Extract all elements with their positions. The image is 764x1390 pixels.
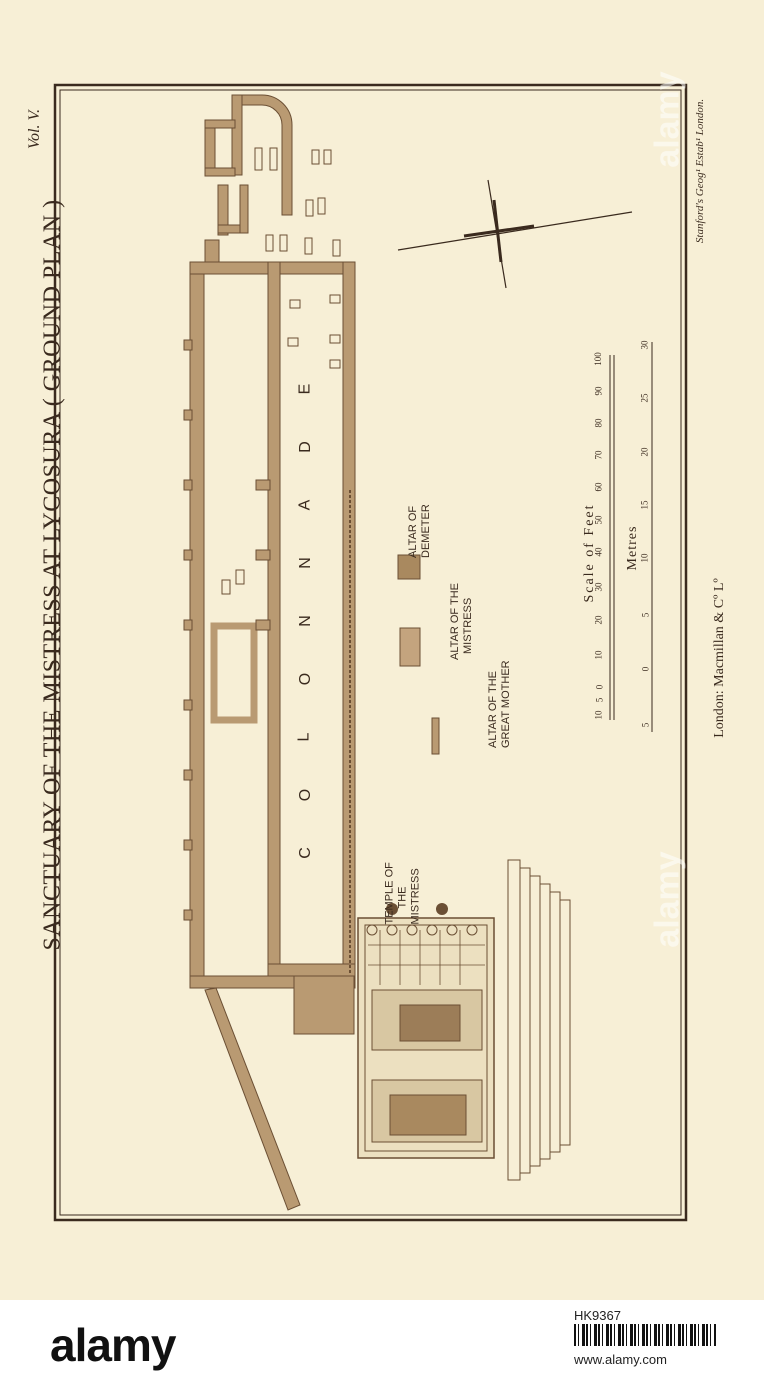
colonnade-letter: C (296, 847, 314, 859)
label-line: THE (396, 886, 409, 909)
tick-label: 5 (594, 697, 605, 703)
label-line: ALTAR OF (407, 505, 419, 558)
tick-label: 70 (593, 450, 604, 460)
colonnade-letter: O (297, 788, 315, 802)
altar-mother-label: ALTAR OF THE GREAT MOTHER (487, 638, 513, 748)
watermark-logo: alamy (648, 71, 687, 168)
altar-demeter-symbol (397, 554, 421, 580)
watermark-footer: alamy HK9367 www.alamy.com (0, 1300, 764, 1390)
subtitle-text: ( GROUND PLAN ) (39, 199, 66, 407)
label-line: MISTRESS (462, 597, 474, 654)
scale-metres-title: Metres (625, 525, 640, 571)
tick-label: 10 (593, 710, 604, 720)
altar-mother-symbol (431, 717, 440, 755)
tick-label: 25 (639, 393, 650, 403)
tick-label: 30 (593, 582, 604, 592)
image-id: HK9367 (574, 1308, 621, 1323)
tick-label: 0 (640, 666, 651, 672)
temple-label: TEMPLE OF THE MISTRESS (383, 835, 423, 925)
colonnade-label: E D A N N O L O C (295, 380, 324, 860)
altar-mistress-label: ALTAR OF THE MISTRESS (449, 560, 475, 660)
tick-label: 90 (593, 386, 604, 396)
colonnade-letter: E (296, 383, 314, 395)
colonnade-letter: L (295, 732, 313, 742)
barcode-icon (574, 1324, 716, 1346)
temple-plan (357, 903, 495, 1159)
watermark-url: www.alamy.com (574, 1352, 667, 1367)
tick-label: 5 (640, 612, 651, 618)
tick-label: 20 (639, 447, 650, 457)
colonnade-letter: N (296, 615, 314, 627)
tick-label: 20 (593, 615, 604, 625)
tick-label: 10 (593, 650, 604, 660)
scale-bars (609, 342, 653, 732)
tick-label: 100 (592, 352, 603, 366)
tick-label: 40 (593, 547, 604, 557)
tick-label: 15 (639, 500, 650, 510)
colonnade-letter: D (296, 441, 314, 453)
frame-inner (59, 89, 682, 1216)
ground-plan (53, 83, 688, 1222)
title-text: SANCTUARY OF THE MISTRESS AT LYCOSURA (39, 412, 66, 951)
frame-outer (53, 83, 688, 1222)
north-arrow-icon (397, 179, 633, 289)
label-line: TEMPLE OF (383, 862, 396, 925)
tick-label: 10 (639, 553, 650, 563)
engraver-credit: Stanford's Geog¹ Estab¹ London. (694, 98, 706, 244)
tick-label: 0 (594, 684, 605, 690)
scattered-blocks (221, 147, 341, 595)
label-line: DEMETER (420, 504, 432, 558)
tick-label: 5 (640, 722, 651, 728)
altar-mistress-symbol (399, 627, 421, 667)
colonnade-walls (183, 261, 356, 1035)
colonnade-letter: N (296, 557, 314, 569)
watermark-logo: alamy (648, 851, 687, 948)
label-line: ALTAR OF THE (487, 670, 499, 748)
colonnade-letter: O (297, 672, 315, 686)
alamy-logo: alamy (50, 1319, 176, 1371)
north-ruins (204, 94, 293, 263)
publisher-credit: London: Macmillan & Cº Lº (712, 578, 727, 738)
label-line: MISTRESS (409, 868, 422, 925)
map-page: SANCTUARY OF THE MISTRESS AT LYCOSURA ( … (0, 0, 764, 1300)
volume-label: Vol. V. (26, 108, 43, 149)
page-title: SANCTUARY OF THE MISTRESS AT LYCOSURA ( … (39, 199, 67, 951)
tick-label: 60 (593, 482, 604, 492)
peribolos-wall (204, 987, 301, 1211)
label-line: GREAT MOTHER (500, 660, 512, 748)
tick-label: 50 (593, 515, 604, 525)
colonnade-letter: A (296, 499, 314, 511)
tick-label: 30 (639, 340, 650, 350)
label-line: ALTAR OF THE (449, 582, 461, 660)
tick-label: 80 (593, 418, 604, 428)
altar-demeter-label: ALTAR OF DEMETER (407, 478, 433, 558)
temple-steps (507, 859, 571, 1181)
